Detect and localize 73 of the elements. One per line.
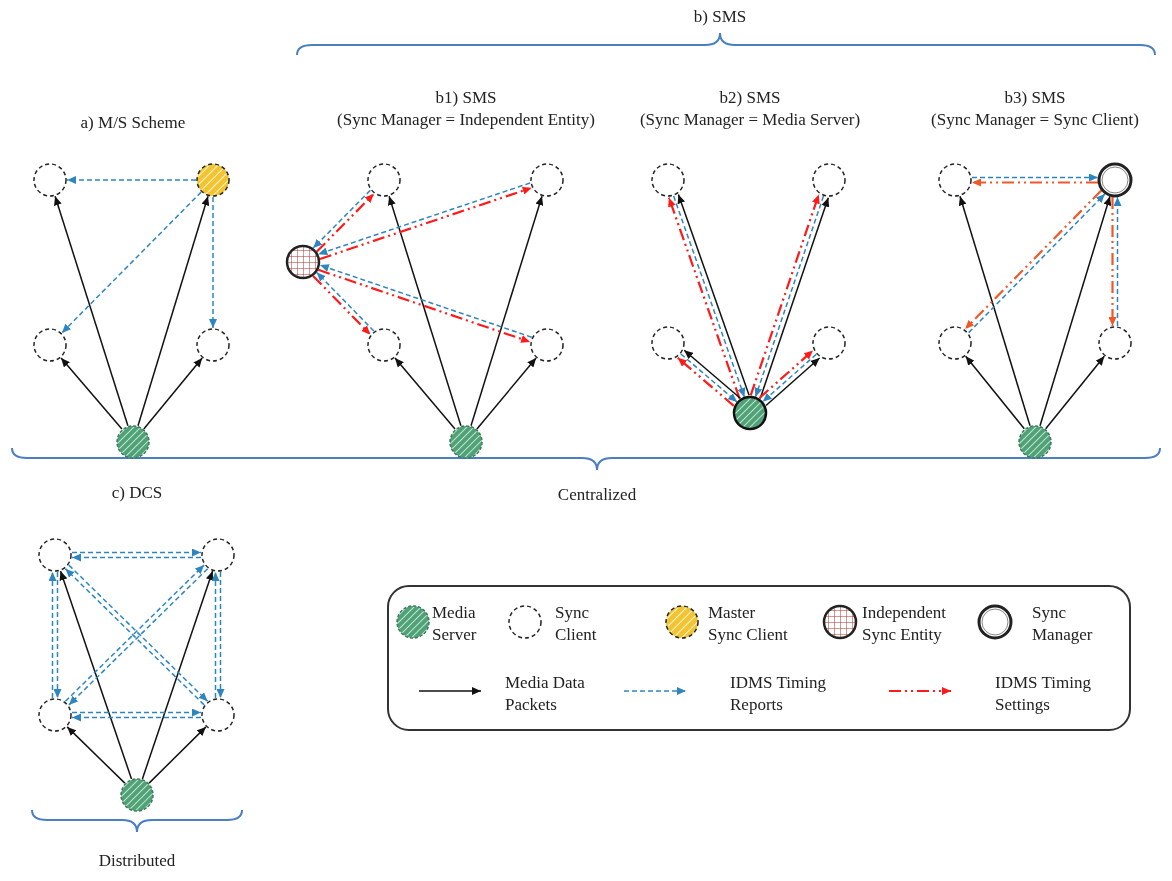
dashed-arrow [1113,196,1122,327]
arrow [54,195,129,427]
group-label: Centralized [556,484,638,506]
legend-label: IDMS Timing Settings [995,672,1092,716]
legend-label: Media Data Packets [505,672,586,716]
legend-label: Sync Client [555,602,598,646]
dashed-arrow [71,713,202,722]
media-server-node [448,424,484,460]
panel-title: a) M/S Scheme [79,112,187,134]
arrow [60,357,123,430]
arrow [964,355,1026,430]
sync-client-node [195,327,231,363]
media-server-node [732,395,768,431]
arrow [476,357,537,430]
dashed-arrow [48,571,57,699]
arrow [143,357,203,430]
sync-client-node [37,537,73,573]
sync-client-node [200,537,236,573]
legend-label: Master Sync Client [708,602,789,646]
media-server-node [115,424,151,460]
legend-label: Independent Sync Entity [862,602,948,646]
panel-title: b3) SMS (Sync Manager = Sync Client) [930,87,1140,131]
dashed-arrow [216,571,225,699]
sync-client-node [200,697,236,733]
sync-client-node [650,325,686,361]
arrow [66,726,126,784]
arrow [958,195,1031,427]
arrow [148,726,207,784]
panel-title: b1) SMS (Sync Manager = Independent Entity) [336,87,596,131]
arrow [137,195,210,427]
legend-label: IDMS Timing Reports [730,672,827,716]
media-server-node [1017,424,1053,460]
master-sync-client-node [195,162,231,198]
sync-client-node [811,162,847,198]
dashed-arrow [1108,197,1117,326]
dashed-arrow [53,571,62,699]
panel-title: b2) SMS (Sync Manager = Media Server) [638,87,862,131]
dashed-arrow [71,553,202,562]
sync-client-node [937,325,973,361]
sync-client-node [366,162,402,198]
legend-label: Media Server [432,602,478,646]
dashed-arrow [211,571,220,699]
dashed-arrow [61,191,202,334]
arrow [470,195,544,427]
arrow [1039,195,1112,427]
dashed-arrow [71,708,202,717]
panel-title: c) DCS [110,482,164,504]
sync-client-node [650,162,686,198]
arrow [141,570,214,780]
media-server-node [119,777,155,813]
sync-client-node [811,325,847,361]
arrow [394,357,456,430]
sync-client-node [37,697,73,733]
sync-client-node [366,327,402,363]
arrow [387,195,462,427]
group-label: Distributed [97,850,177,872]
legend-label: Sync Manager [1032,602,1094,646]
sync-client-node [529,162,565,198]
sync-client-node [32,162,68,198]
sync-manager-node [1097,162,1133,198]
dashed-arrow [71,548,202,557]
independent-sync-entity-node [285,244,321,280]
dashed-arrow [972,178,1098,187]
sync-client-node [32,327,68,363]
dashed-arrow [971,173,1099,182]
arrow [59,570,133,780]
arrow [1044,355,1106,430]
sync-client-node [1097,325,1133,361]
sync-client-node [529,327,565,363]
dashed-arrow [209,196,217,329]
sync-client-node [937,162,973,198]
section-title: b) SMS [692,6,748,28]
dashed-arrow [66,176,197,184]
